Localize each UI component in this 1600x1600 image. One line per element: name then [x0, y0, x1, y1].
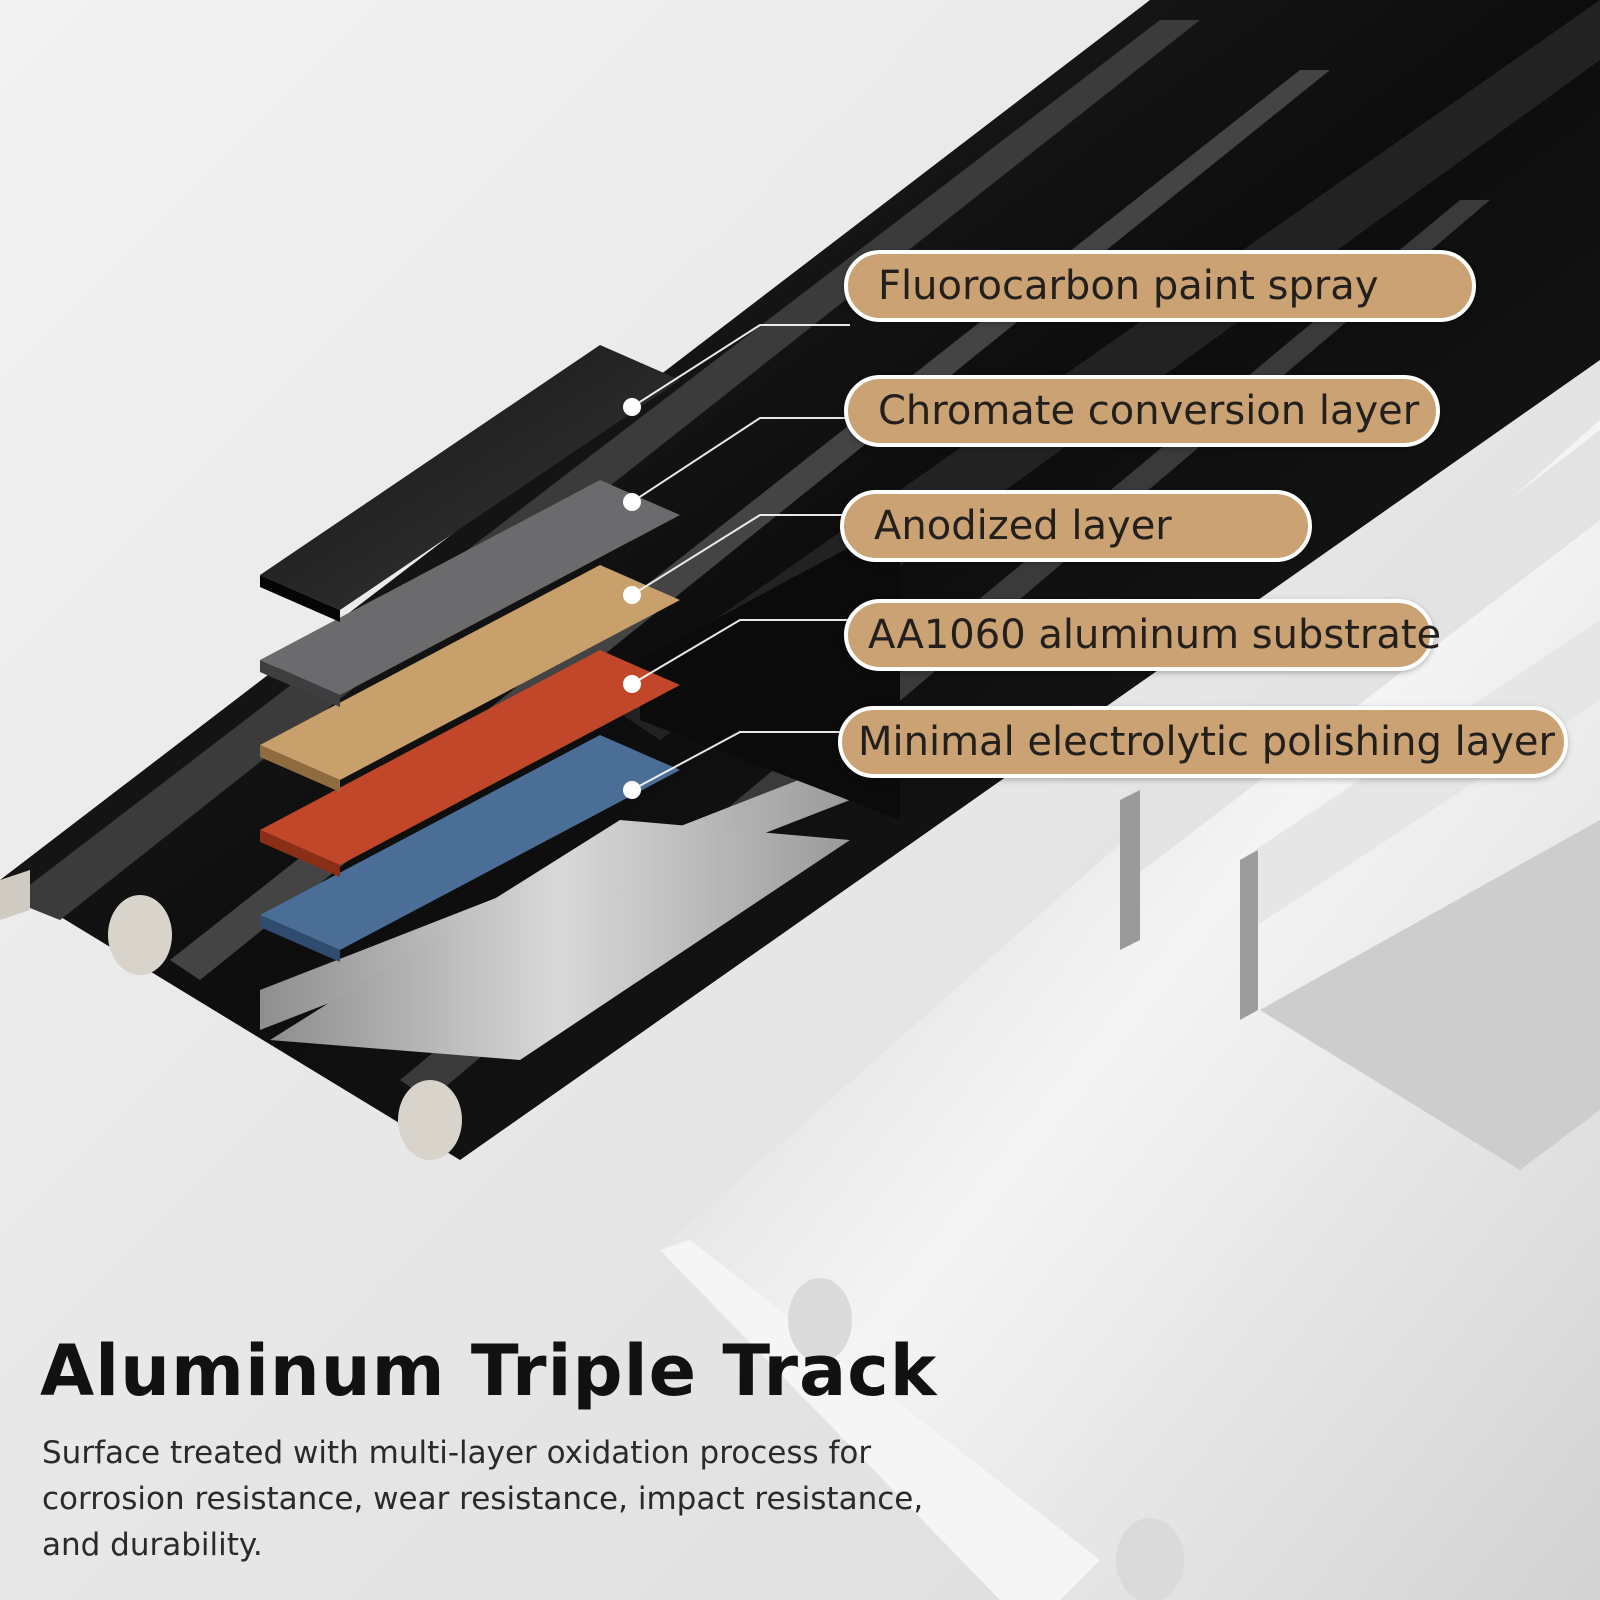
- layer-plate-chromate: [260, 480, 680, 695]
- leader-line-anodized: [631, 514, 850, 596]
- leader-lines: [631, 324, 850, 791]
- dot-polishing: [623, 781, 641, 799]
- layer-stack: [260, 345, 680, 962]
- leader-line-chromate: [631, 417, 850, 503]
- layer-plate-substrate: [260, 650, 680, 865]
- leader-line-polishing: [631, 731, 840, 791]
- product-description: Surface treated with multi-layer oxidati…: [42, 1435, 924, 1563]
- dot-paint: [623, 398, 641, 416]
- leader-line-substrate: [631, 619, 850, 685]
- layer-plate-anodized: [260, 565, 680, 780]
- dot-chromate: [623, 493, 641, 511]
- leader-line-paint: [631, 324, 850, 408]
- dot-anodized: [623, 586, 641, 604]
- dot-substrate: [623, 675, 641, 693]
- layer-plate-paint: [260, 345, 680, 610]
- layer-plate-polishing: [260, 735, 680, 950]
- callout-chromate-conversion-layer: Chromate conversion layer: [844, 375, 1440, 447]
- callout-minimal-electrolytic-polishing-layer: Minimal electrolytic polishing layer: [838, 706, 1568, 778]
- callout-anodized-layer: Anodized layer: [840, 490, 1312, 562]
- callout-fluorocarbon-paint-spray: Fluorocarbon paint spray: [844, 250, 1476, 322]
- leader-dots: [623, 398, 641, 799]
- callout-aa1060-aluminum-substrate: AA1060 aluminum substrate: [844, 599, 1441, 671]
- page-title: Aluminum Triple Track: [40, 1330, 938, 1412]
